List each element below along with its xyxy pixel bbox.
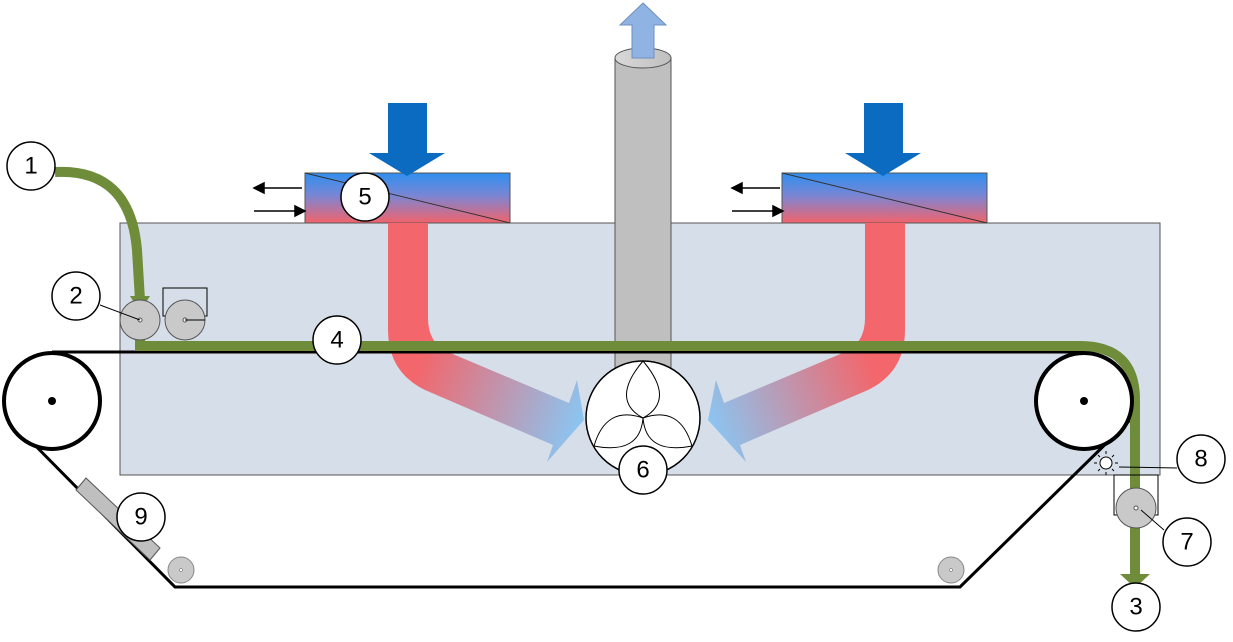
callout-9: 9 [116, 492, 166, 542]
sensor-icon [1094, 451, 1118, 475]
svg-text:2: 2 [69, 283, 82, 310]
callout-8: 8 [1176, 434, 1226, 484]
svg-text:8: 8 [1194, 446, 1207, 473]
svg-text:9: 9 [134, 504, 147, 531]
feed-rollers [119, 287, 208, 341]
hot-air-duct-right [708, 223, 905, 462]
product-exit-arrow [1120, 574, 1150, 588]
heat-exchanger-right [781, 172, 988, 224]
product-band [54, 166, 1140, 580]
air-inlet-arrow-right [845, 103, 921, 176]
callout-6: 6 [618, 445, 668, 495]
callout-1: 1 [6, 141, 56, 191]
drive-pulley-right [1034, 351, 1134, 451]
fluid-flow-arrows-left [252, 181, 307, 218]
heat-exchanger-left [304, 172, 511, 224]
callout-5: 5 [340, 172, 390, 222]
discharge-roller [1113, 474, 1159, 529]
drive-pulley-left [2, 351, 102, 451]
callout-7: 7 [1162, 517, 1212, 567]
svg-text:4: 4 [330, 327, 343, 354]
fluid-flow-arrows-right [730, 181, 785, 218]
svg-text:1: 1 [24, 153, 37, 180]
callout-4: 4 [312, 315, 362, 365]
svg-text:5: 5 [358, 184, 371, 211]
svg-text:3: 3 [1129, 594, 1142, 621]
idler-roller-right [937, 556, 965, 584]
exhaust-arrow-up [618, 2, 668, 59]
callout-2: 2 [51, 271, 101, 321]
svg-text:6: 6 [636, 457, 649, 484]
exhaust-chimney [614, 47, 672, 379]
hot-air-duct-left [388, 223, 584, 462]
idler-roller-left [167, 556, 195, 584]
callout-3: 3 [1111, 582, 1161, 632]
svg-text:7: 7 [1180, 529, 1193, 556]
air-inlet-arrow-left [369, 103, 445, 176]
